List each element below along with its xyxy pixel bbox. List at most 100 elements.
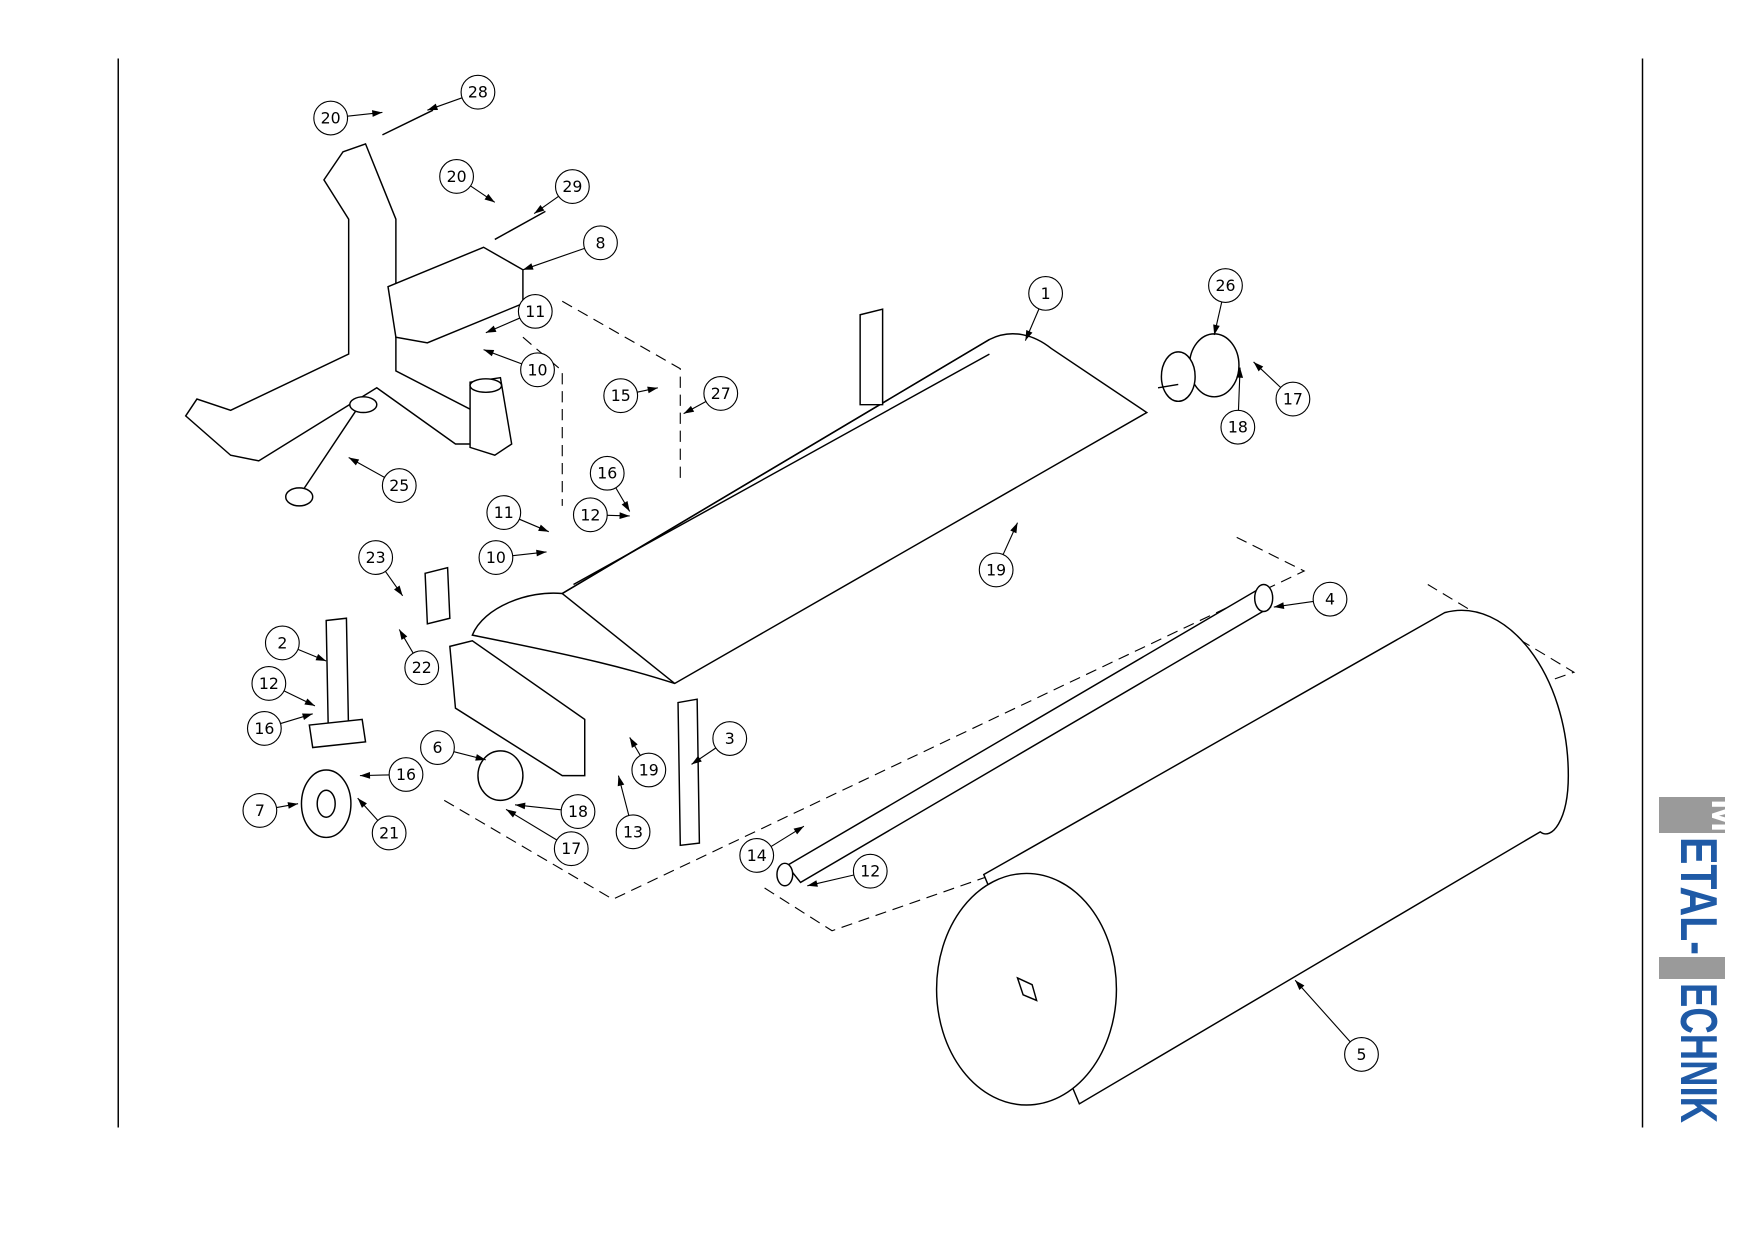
leader-arrowhead	[536, 549, 547, 557]
leader-arrowhead	[534, 204, 545, 214]
leader-arrowhead	[522, 263, 534, 270]
callout-bubble	[703, 376, 739, 411]
callout-17: 17	[505, 808, 589, 867]
callout-number: 26	[1215, 276, 1235, 295]
leader-arrowhead	[485, 325, 497, 333]
callout-number: 15	[611, 386, 631, 405]
callout-bubble	[1344, 1036, 1379, 1072]
leader-arrowhead	[357, 798, 367, 808]
callout-number: 1	[1041, 284, 1051, 303]
callout-number: 12	[259, 674, 279, 693]
callout-bubble	[520, 352, 555, 388]
callout-29: 29	[533, 169, 590, 215]
callout-bubble	[560, 794, 596, 830]
callout-bubble	[371, 815, 407, 851]
callout-bubble	[1208, 268, 1243, 303]
callout-bubble	[572, 497, 608, 533]
svg-text:ECHNIK: ECHNIK	[1669, 983, 1725, 1123]
callout-23: 23	[358, 540, 404, 597]
callout-16: 16	[589, 455, 631, 512]
callout-2: 2	[264, 625, 327, 662]
callout-28: 28	[427, 74, 496, 111]
leader-arrowhead	[315, 654, 327, 661]
svg-text:ETAL-: ETAL-	[1669, 837, 1725, 955]
callout-number: 7	[255, 801, 265, 820]
callout-number: 10	[528, 360, 548, 379]
callout-bubble	[1220, 409, 1256, 445]
flange-bearing	[477, 750, 524, 802]
assembly-guide	[561, 300, 681, 484]
leader-arrowhead	[483, 349, 495, 357]
callout-13: 13	[615, 775, 651, 850]
callout-bubble	[420, 730, 455, 765]
callout-bubble	[439, 159, 475, 194]
callout-bubble	[852, 853, 888, 889]
leader-arrowhead	[793, 826, 804, 835]
callout-number: 10	[486, 548, 506, 567]
callout-number: 16	[396, 765, 416, 784]
callout-bubble	[978, 552, 1014, 588]
callout-20: 20	[313, 100, 383, 136]
callout-20: 20	[439, 159, 496, 203]
callout-bubble	[251, 666, 287, 701]
roller-drum	[935, 609, 1570, 1106]
callout-number: 18	[1228, 418, 1248, 437]
callout-16: 16	[246, 710, 313, 746]
callout-14: 14	[739, 825, 805, 873]
callout-22: 22	[398, 629, 440, 686]
callout-number: 22	[412, 658, 432, 677]
leader-arrowhead	[1273, 602, 1285, 609]
callout-bubble	[264, 625, 300, 661]
leader-arrowhead	[621, 501, 630, 512]
callout-3: 3	[691, 721, 748, 765]
callout-number: 27	[711, 384, 731, 403]
callout-bubble	[478, 540, 514, 575]
callout-bubble	[404, 650, 440, 686]
callout-number: 13	[623, 822, 643, 841]
leader-arrowhead	[371, 110, 383, 117]
callout-number: 17	[1283, 390, 1303, 409]
leader-arrowhead	[515, 802, 526, 810]
leader-arrowhead	[538, 524, 549, 532]
leader-arrowhead	[506, 809, 517, 818]
leader-arrowhead	[359, 772, 371, 779]
callout-bubble	[486, 495, 522, 531]
callout-number: 5	[1356, 1045, 1366, 1064]
callout-bubble	[246, 710, 282, 746]
callout-bubble	[615, 814, 651, 850]
callout-19: 19	[629, 737, 667, 788]
callout-bubble	[1275, 381, 1311, 417]
leader-arrowhead	[617, 775, 625, 787]
callout-17: 17	[1253, 361, 1311, 417]
callout-bubble	[460, 74, 496, 110]
callout-5: 5	[1294, 979, 1379, 1072]
callout-bubble	[1028, 275, 1064, 311]
callout-number: 11	[494, 503, 514, 522]
svg-text:M: M	[1703, 799, 1725, 832]
callout-bubble	[517, 293, 553, 329]
callout-bubble	[242, 793, 278, 828]
callout-number: 23	[366, 548, 386, 567]
leader-arrowhead	[427, 103, 439, 111]
callout-bubble	[313, 100, 349, 136]
leader-arrowhead	[399, 629, 408, 640]
leader-arrowhead	[629, 737, 638, 748]
leader-arrowhead	[1010, 522, 1018, 534]
callout-number: 20	[447, 167, 467, 186]
callout-25: 25	[348, 457, 417, 504]
callout-bubble	[583, 225, 618, 261]
callout-number: 25	[389, 476, 409, 495]
callout-6: 6	[420, 730, 486, 765]
callout-bubble	[553, 831, 589, 867]
callout-number: 21	[379, 823, 399, 842]
callout-21: 21	[357, 797, 407, 851]
leader-arrowhead	[287, 802, 299, 809]
callout-8: 8	[522, 225, 618, 271]
callout-bubble	[603, 378, 639, 414]
callout-number: 12	[860, 862, 880, 881]
callout-18: 18	[1220, 367, 1256, 445]
leader-arrowhead	[302, 713, 313, 720]
callout-12: 12	[572, 497, 630, 533]
main-frame-body	[424, 308, 1149, 777]
